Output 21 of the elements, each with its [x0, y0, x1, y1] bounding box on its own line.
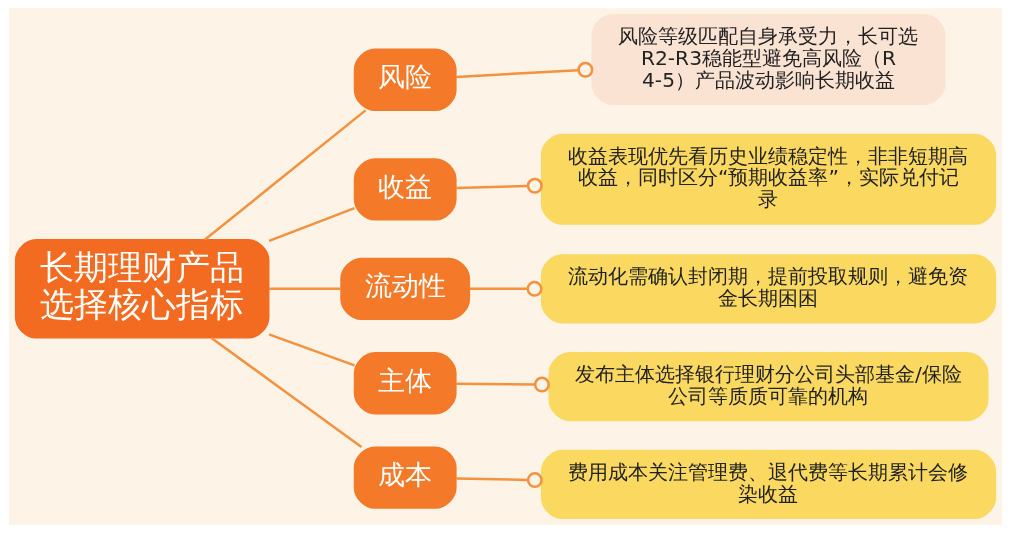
connector [268, 206, 355, 243]
connector [210, 336, 363, 449]
connector [456, 177, 543, 194]
connector [456, 376, 550, 393]
node-box: 风险 [353, 48, 457, 111]
connector [269, 287, 341, 291]
node-box: 流动性 [340, 257, 471, 321]
node-box: 收益 [353, 158, 457, 221]
node-box: 主体 [353, 352, 457, 415]
connector [469, 280, 543, 297]
node-box: 流动化需确认封闭期，提前投取规则，避免资金长期困困 [540, 254, 997, 324]
node-box: 风险等级匹配自身承受力，长可选R2-R3稳能型避免高风险（R4-5）产品波动影响长期收益 [591, 14, 946, 106]
connector [456, 61, 594, 79]
node-box: 成本 [353, 446, 457, 509]
connector [203, 109, 367, 241]
connector [268, 333, 355, 367]
node-box: 收益表现优先看历史业绩稳定性，非非短期高收益，同时区分“预期收益率”，实际兑付记录 [540, 133, 997, 225]
node-box: 长期理财产品选择核心指标 [14, 239, 270, 339]
connector [456, 472, 543, 489]
node-box: 发布主体选择银行理财分公司头部基金/保险公司等质质可靠的机构 [548, 352, 989, 422]
node-box: 费用成本关注管理费、退代费等长期累计会修染收益 [540, 449, 997, 519]
